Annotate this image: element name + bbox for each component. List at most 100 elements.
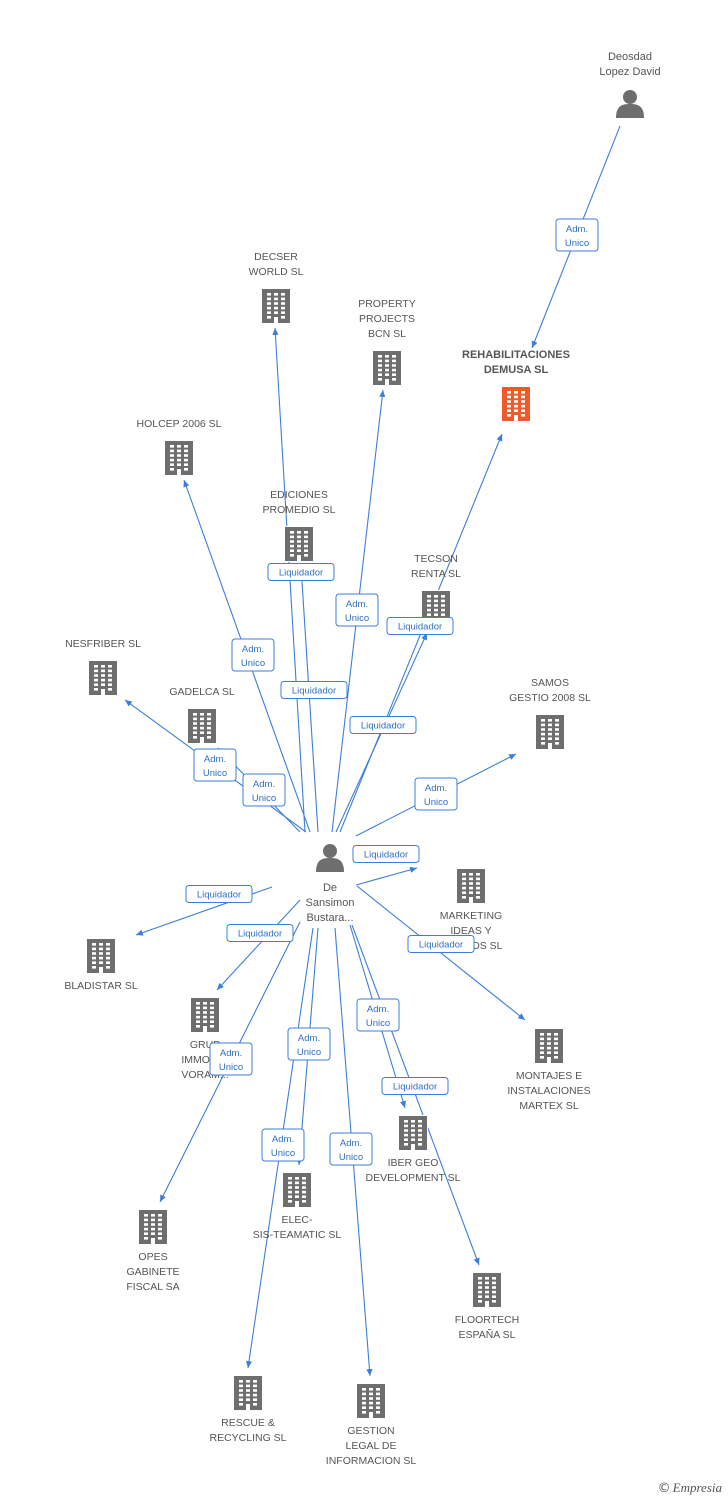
copyright-symbol: © <box>657 1481 671 1496</box>
edge-label-box <box>185 885 253 903</box>
edge-label-text: Unico <box>219 1062 243 1073</box>
company-name-line: MARKETING <box>440 910 502 922</box>
edge-label-box <box>335 593 379 627</box>
company-name-line: IBER GEO <box>388 1157 439 1169</box>
edge-label-text: Adm. <box>340 1138 362 1149</box>
edge-label-text: Adm. <box>242 644 264 655</box>
building-icon <box>89 661 117 695</box>
edge-label-elec[interactable]: Adm.Unico <box>287 1027 331 1061</box>
company-name-line: DEMUSA SL <box>484 364 549 376</box>
company-node-ibergeo[interactable]: IBER GEO DEVELOPMENT SL <box>366 1115 461 1184</box>
company-name-line: RENTA SL <box>411 568 461 580</box>
building-icon <box>502 387 530 421</box>
company-name-line: DEVELOPMENT SL <box>366 1172 461 1184</box>
building-icon <box>191 998 219 1032</box>
company-name-line: HOLCEP 2006 SL <box>136 418 221 430</box>
edge-label-text: Unico <box>345 613 369 624</box>
company-name-line: GESTIO 2008 SL <box>509 692 591 704</box>
edge-label-tecson[interactable]: Liquidador <box>386 617 454 635</box>
edge-label-box <box>280 681 348 699</box>
building-icon <box>87 939 115 973</box>
person-name-line: Lopez David <box>599 66 660 78</box>
edge-label-text: Liquidador <box>393 1082 437 1093</box>
person-node-desansimon[interactable]: DeSansimonBustara... <box>306 844 355 924</box>
company-name-line: RESCUE & <box>221 1417 275 1429</box>
edge-label-montajes[interactable]: Liquidador <box>407 935 475 953</box>
edge-label-property[interactable]: Adm. Unico <box>335 593 379 627</box>
company-node-bladistar[interactable]: BLADISTAR SL <box>64 938 138 992</box>
company-name-line: MARTEX SL <box>519 1100 578 1112</box>
company-name-line: NESFRIBER SL <box>65 638 141 650</box>
edge-label-nesfriber[interactable]: Adm.Unico <box>193 748 237 782</box>
edge-label-box <box>242 773 286 807</box>
edge-label-samos[interactable]: Adm.Unico <box>414 777 458 811</box>
edge-label-box <box>407 935 475 953</box>
edge-label-ibergeo[interactable]: Adm.Unico <box>356 998 400 1032</box>
edge-label-gadelca[interactable]: Adm.Unico <box>242 773 286 807</box>
edge-label-text: Liquidador <box>292 686 336 697</box>
edge-label-text: Unico <box>339 1152 363 1163</box>
edge-desansimon-to-grup <box>216 899 301 991</box>
company-name-line: BLADISTAR SL <box>64 980 137 992</box>
edge-label-text: Adm. <box>272 1134 294 1145</box>
edge-label-gestion[interactable]: Adm. Unico <box>329 1132 373 1166</box>
building-icon <box>357 1384 385 1418</box>
edge-label-grup[interactable]: Liquidador <box>226 924 294 942</box>
edge-label-text: Unico <box>366 1018 390 1029</box>
person-name-line: Bustara... <box>306 912 353 924</box>
company-node-holcep[interactable]: HOLCEP 2006 SL <box>136 418 222 476</box>
building-icon <box>262 289 290 323</box>
company-name-line: SIS-TEAMATIC SL <box>253 1229 342 1241</box>
person-icon <box>616 90 644 118</box>
building-icon <box>473 1273 501 1307</box>
edge-label-floortech[interactable]: Liquidador <box>381 1077 449 1095</box>
building-icon <box>373 351 401 385</box>
edge-label-rehab[interactable]: Adm.Unico <box>555 218 599 252</box>
company-node-elec[interactable]: ELEC-SIS-TEAMATIC SL <box>253 1172 342 1241</box>
company-node-nesfriber[interactable]: NESFRIBER SL <box>65 638 141 696</box>
company-name-line: INFORMACION SL <box>326 1455 417 1467</box>
edge-label-box <box>381 1077 449 1095</box>
company-name-line: FLOORTECH <box>455 1314 520 1326</box>
edge-label-decser[interactable]: Liquidador <box>267 563 335 581</box>
edge-label-box <box>349 716 417 734</box>
edge-label-bladistar[interactable]: Liquidador <box>185 885 253 903</box>
edge-label-rehab[interactable]: Liquidador <box>349 716 417 734</box>
edge-label-opes[interactable]: Adm. Unico <box>209 1042 253 1076</box>
company-name-line: GABINETE <box>126 1266 179 1278</box>
company-name-line: OPES <box>138 1251 167 1263</box>
company-name-line: LEGAL DE <box>346 1440 397 1452</box>
company-node-rescue[interactable]: RESCUE &RECYCLING SL <box>209 1375 287 1444</box>
company-name-line: GADELCA SL <box>169 686 235 698</box>
company-name-line: IDEAS Y <box>450 925 491 937</box>
building-icon <box>457 869 485 903</box>
person-icon <box>316 844 344 872</box>
edge-label-text: Adm. <box>220 1048 242 1059</box>
edge-label-text: Adm. <box>346 599 368 610</box>
edge-label-holcep[interactable]: Adm. Unico <box>231 638 275 672</box>
edge-label-text: Liquidador <box>197 890 241 901</box>
edge-label-box <box>386 617 454 635</box>
company-node-gadelca[interactable]: GADELCA SL <box>169 686 235 744</box>
edge-label-ediciones[interactable]: Liquidador <box>280 681 348 699</box>
brand-footer[interactable]: ©Empresia <box>658 1480 722 1496</box>
edge-label-text: Liquidador <box>279 568 323 579</box>
company-name-line: WORLD SL <box>249 266 304 278</box>
brand-name: Empresia <box>672 1480 722 1495</box>
edge-label-box <box>356 998 400 1032</box>
edge-label-rescue[interactable]: Adm.Unico <box>261 1128 305 1162</box>
edge-label-text: Unico <box>241 658 265 669</box>
edge-label-marketing[interactable]: Liquidador <box>352 845 420 863</box>
edge-label-box <box>287 1027 331 1061</box>
